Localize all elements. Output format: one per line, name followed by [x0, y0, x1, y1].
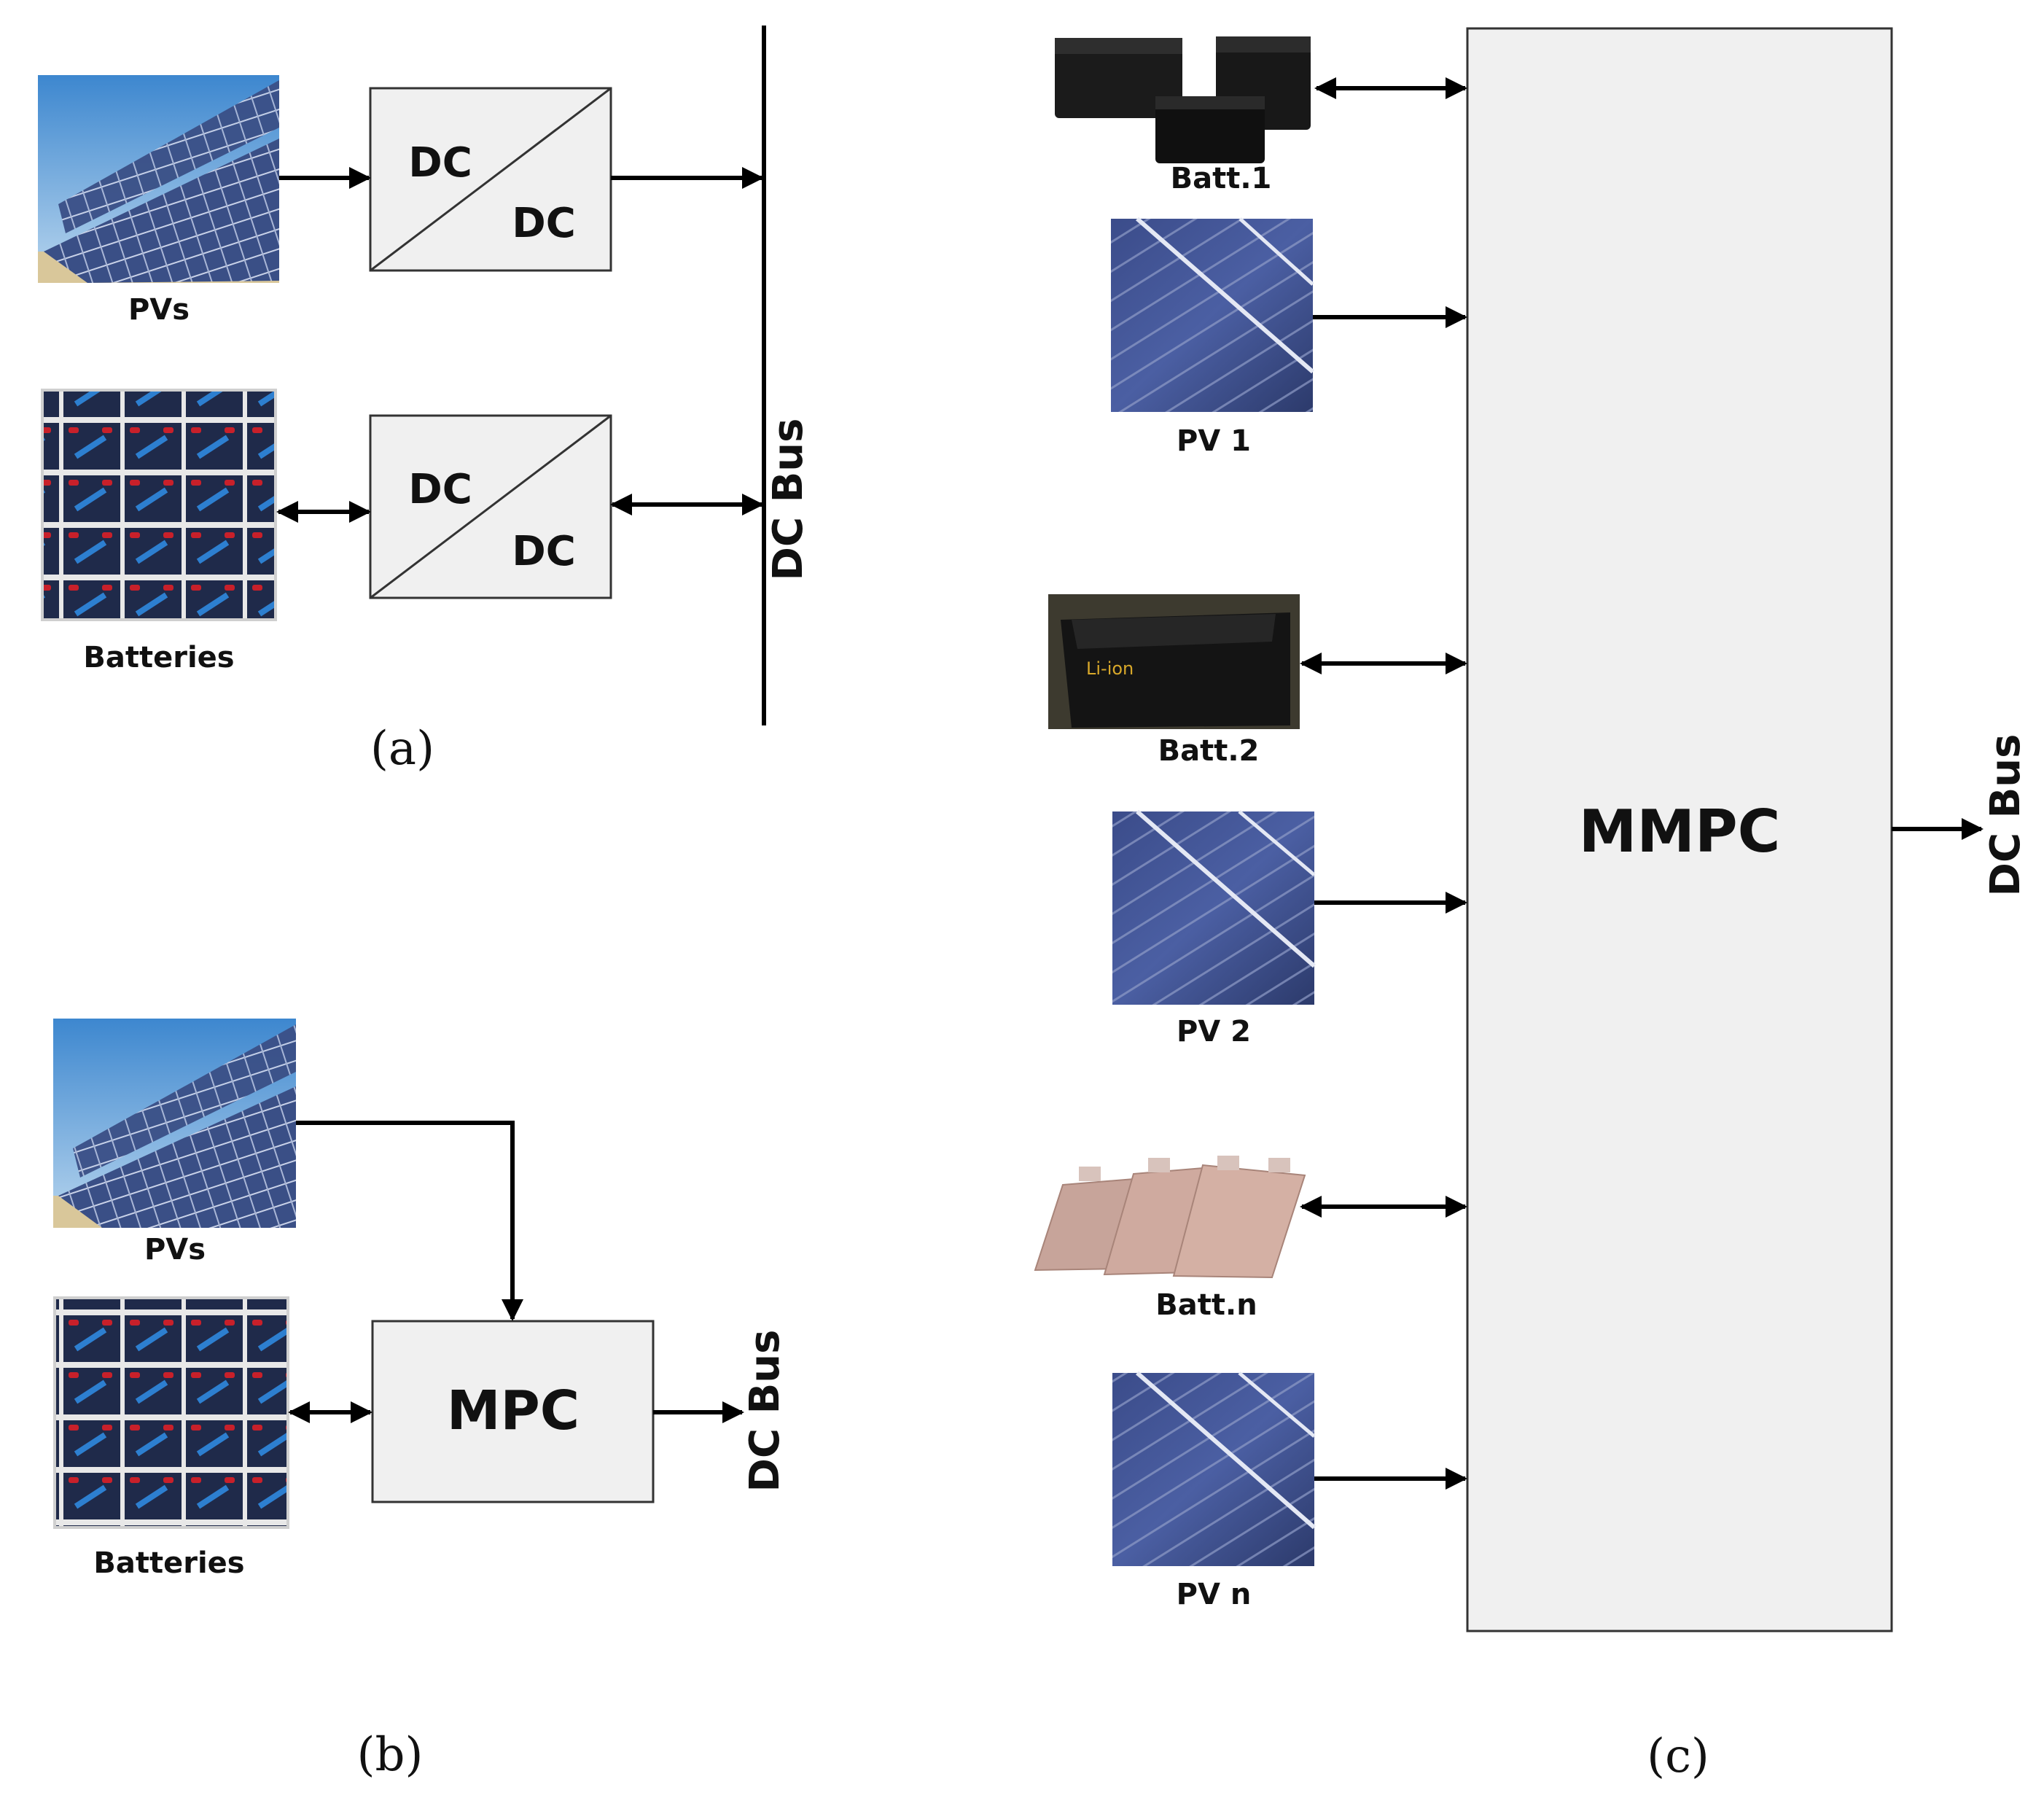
dc-bus-label: DC Bus — [765, 419, 812, 581]
mpc-label: MPC — [447, 1379, 580, 1442]
mpc-converter: MPC — [371, 1320, 655, 1503]
pv-array-image — [38, 75, 279, 283]
panel-b: PVs Batteries MPC DC Bus (b) — [53, 1019, 789, 1782]
pvn-label: PV n — [1177, 1578, 1252, 1611]
battn-image — [1034, 1156, 1306, 1279]
panel-c-caption: (c) — [1647, 1729, 1709, 1783]
battery-rack-image — [53, 1296, 289, 1529]
pv-array-image — [53, 1019, 296, 1228]
pvn-image — [1112, 1371, 1316, 1566]
battn-label: Batt.n — [1155, 1288, 1257, 1322]
li-ion-text: Li-ion — [1086, 658, 1134, 679]
batt2-image: Li-ion — [1048, 594, 1300, 729]
battery-rack-image — [41, 389, 277, 621]
converter-input-label: DC — [408, 466, 472, 513]
converter-input-label: DC — [408, 139, 472, 187]
mmpc-label: MMPC — [1579, 798, 1781, 865]
batt1-image — [1055, 36, 1311, 163]
pv2-label: PV 2 — [1177, 1015, 1251, 1048]
panel-c: MMPC DC Bus Batt.1 PV 1 Li-i — [1034, 27, 2029, 1783]
panel-b-caption: (b) — [357, 1728, 424, 1782]
battery-label: Batteries — [93, 1546, 244, 1580]
pv-label: PVs — [128, 293, 190, 327]
mmpc-converter: MMPC — [1466, 27, 1893, 1632]
pv-label: PVs — [144, 1233, 206, 1266]
dcdc-converter-bottom: DC DC — [369, 414, 612, 599]
dc-bus-label: DC Bus — [741, 1330, 789, 1492]
pv-to-mpc-arrow — [296, 1121, 523, 1321]
converter-output-label: DC — [512, 200, 576, 247]
pv1-label: PV 1 — [1177, 424, 1251, 458]
batt2-label: Batt.2 — [1158, 734, 1260, 768]
converter-output-label: DC — [512, 528, 576, 575]
pv1-image — [1111, 217, 1314, 412]
pv2-image — [1112, 809, 1316, 1005]
batt1-label: Batt.1 — [1171, 162, 1272, 195]
dc-bus-label: DC Bus — [1982, 734, 2029, 897]
panel-a-caption: (a) — [370, 722, 434, 776]
dcdc-converter-top: DC DC — [369, 87, 612, 272]
battery-label: Batteries — [83, 641, 234, 674]
panel-a: PVs Batteries DC DC DC DC DC Bus (a) — [38, 26, 812, 776]
